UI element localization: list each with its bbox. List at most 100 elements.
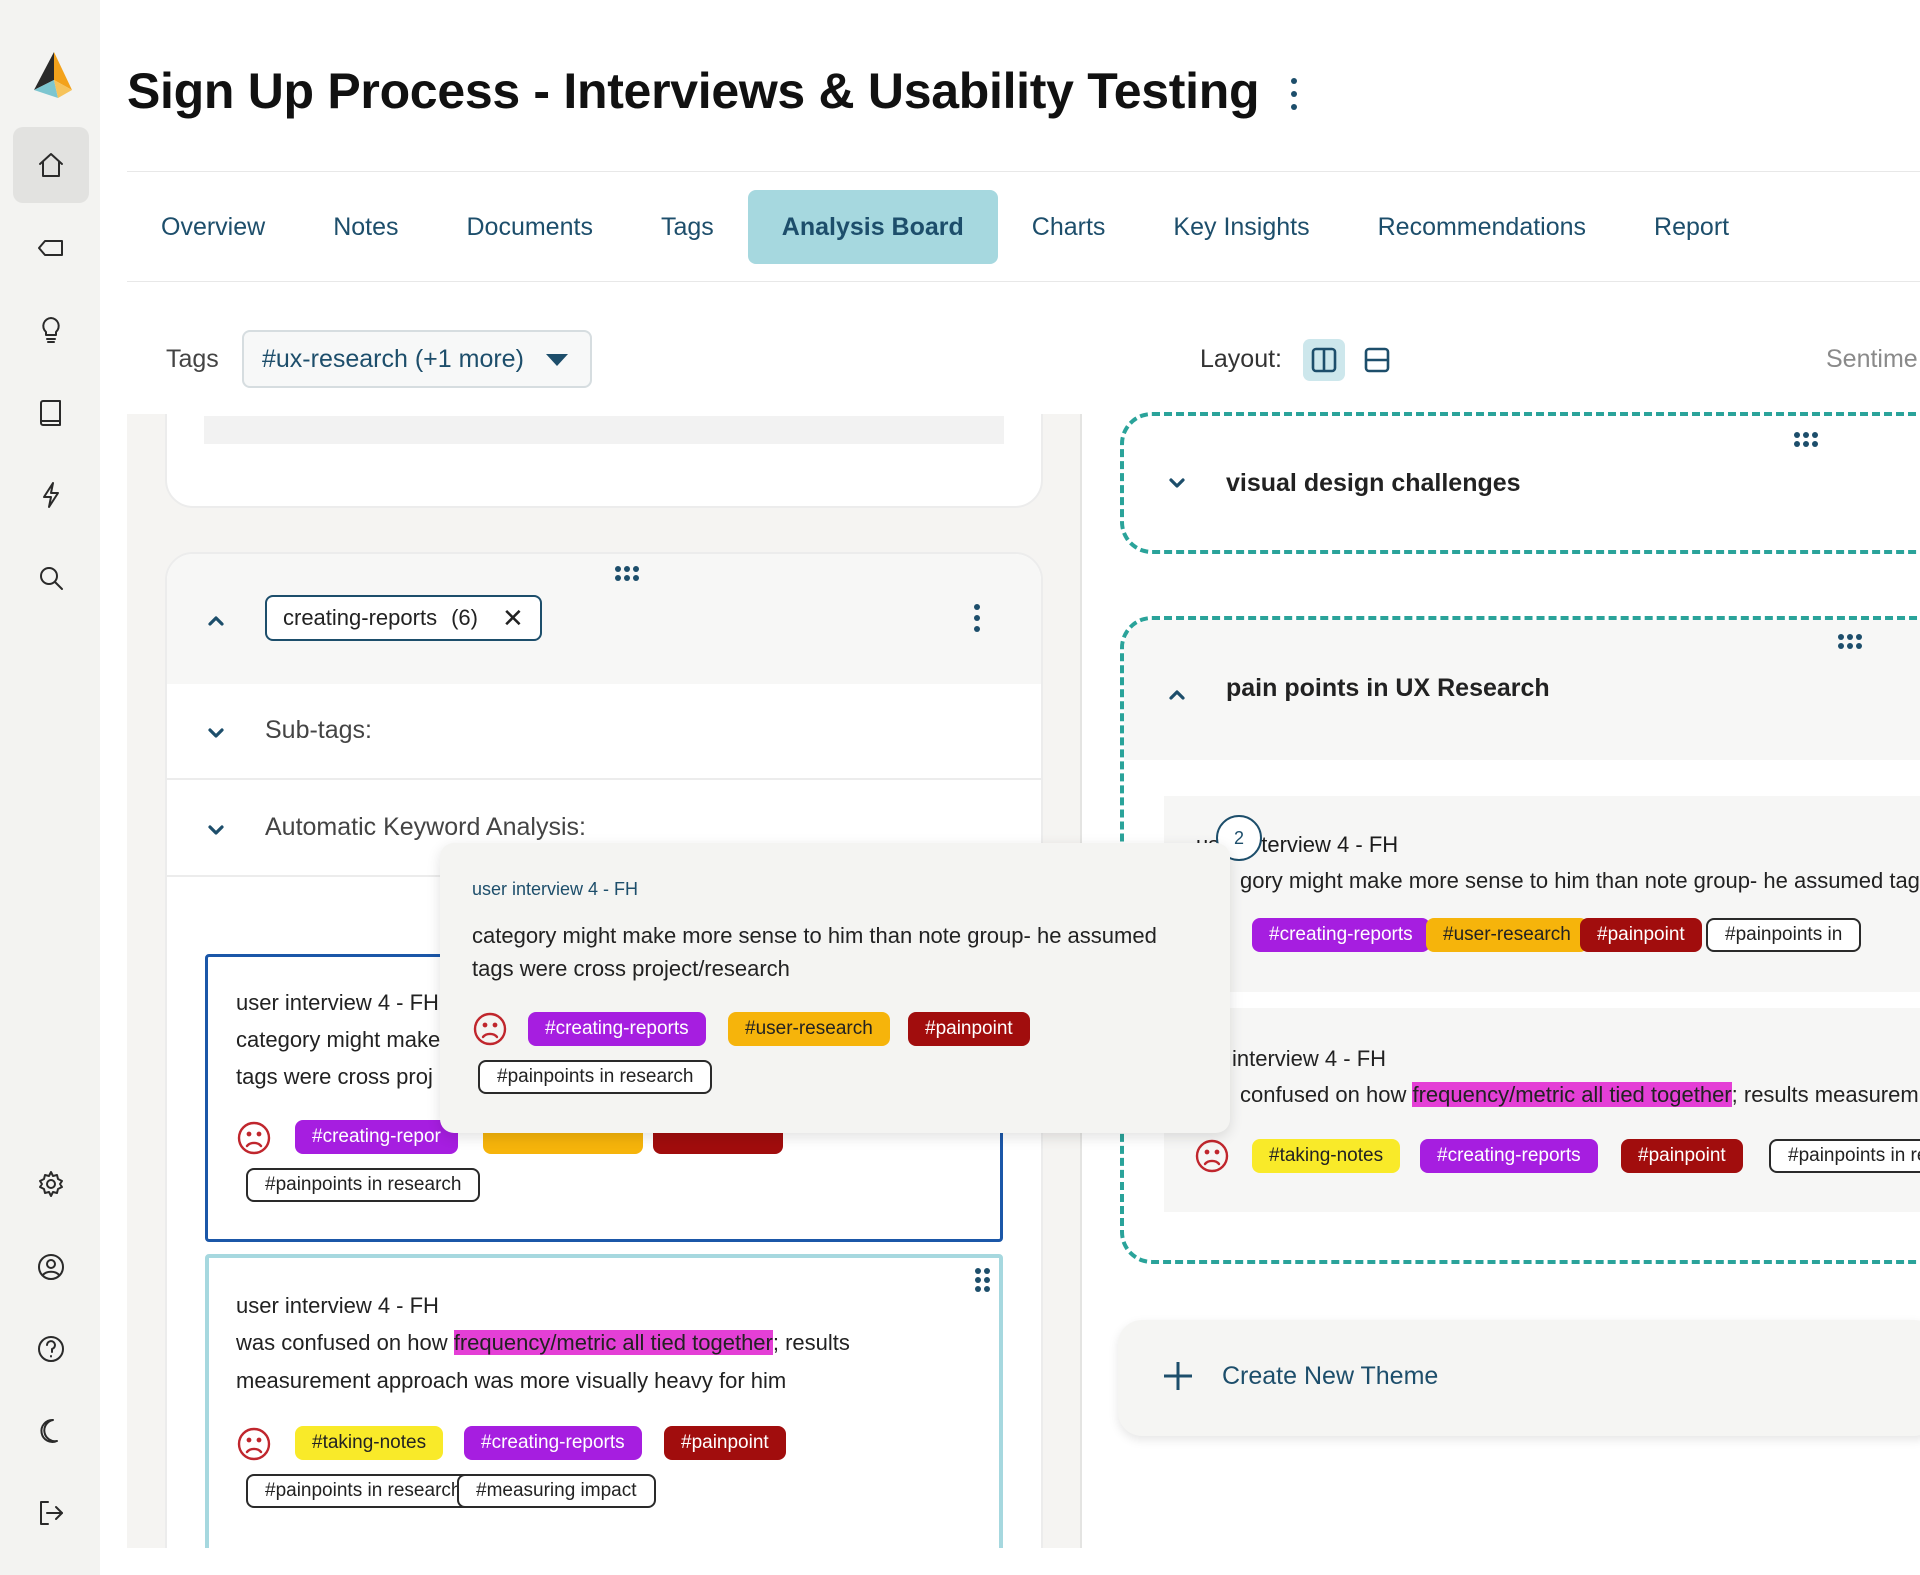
note-text: gory might make more sense to him than n… (1240, 868, 1920, 893)
tag-pill[interactable]: #painpoints in research (246, 1168, 481, 1202)
chevron-up-icon (1169, 690, 1185, 700)
tag-pill[interactable]: #painpoint (1580, 918, 1702, 952)
lightning-icon (43, 482, 59, 508)
tag-pill[interactable]: #creating-reports (464, 1426, 642, 1460)
sidebar (0, 0, 100, 1575)
tab-notes[interactable]: Notes (333, 213, 399, 241)
nav-tags[interactable] (13, 210, 89, 286)
nav-profile[interactable] (13, 1229, 89, 1305)
tag-pill[interactable]: #painpoint (908, 1012, 1030, 1046)
nav-home[interactable] (13, 127, 89, 203)
note-source: terview 4 - FH (1261, 832, 1399, 857)
tab-analysis-board[interactable]: Analysis Board (747, 190, 998, 264)
subtags-section[interactable]: Sub-tags: (167, 684, 1041, 780)
create-theme-button[interactable]: Create New Theme (1118, 1320, 1920, 1436)
search-icon (40, 567, 63, 590)
rows-icon (1364, 347, 1390, 373)
keyword-highlight: frequency/metric all tied together (453, 1330, 773, 1355)
tabs-divider (127, 281, 1920, 282)
chevron-up-icon (208, 616, 224, 626)
drag-handle-icon[interactable] (1794, 432, 1818, 447)
tag-pill[interactable]: #creating-reports (1420, 1139, 1598, 1173)
theme-note-card[interactable]: interview 4 - FH confused on how frequen… (1164, 1008, 1920, 1212)
negative-sentiment-icon (236, 1120, 272, 1156)
note-text: was confused on how frequency/metric all… (236, 1330, 850, 1355)
tab-key-insights[interactable]: Key Insights (1173, 213, 1310, 241)
nav-insights[interactable] (13, 292, 89, 368)
nav-settings[interactable] (13, 1146, 89, 1222)
expand-theme-button[interactable] (1166, 472, 1188, 494)
tab-documents[interactable]: Documents (466, 213, 593, 241)
tag-pill[interactable]: #creating-repor (295, 1120, 458, 1154)
create-theme-label: Create New Theme (1222, 1362, 1439, 1390)
tag-pill[interactable]: #user-research (728, 1012, 890, 1046)
tag-pill[interactable]: #painpoints in (1706, 918, 1862, 952)
sentiment-filter-label[interactable]: Sentime (1826, 345, 1918, 373)
note-card[interactable]: user interview 4 - FH was confused on ho… (205, 1254, 1003, 1548)
nav-dark-mode[interactable] (13, 1394, 89, 1470)
theme-title[interactable]: pain points in UX Research (1226, 674, 1550, 702)
expand-keyword-button[interactable] (205, 819, 227, 841)
note-text: confused on how frequency/metric all tie… (1240, 1082, 1919, 1107)
keyword-highlight: frequency/metric all tied together (1412, 1082, 1732, 1107)
theme-note-card[interactable]: usterview 4 - FH gory might make more se… (1164, 796, 1920, 992)
nav-help[interactable] (13, 1311, 89, 1387)
theme-card-pain-points[interactable]: pain points in UX Research usterview 4 -… (1120, 616, 1920, 1264)
tag-icon (38, 240, 63, 256)
tag-pill[interactable]: #taking-notes (1252, 1139, 1401, 1173)
tag-pill[interactable]: #painpoint (1621, 1139, 1743, 1173)
tag-pill[interactable]: #painpoints in research (478, 1060, 713, 1094)
tab-charts[interactable]: Charts (1031, 213, 1106, 241)
drag-handle-icon[interactable] (615, 566, 639, 581)
close-icon[interactable]: ✕ (501, 603, 524, 633)
tag-pill[interactable]: #painpoint (664, 1426, 786, 1460)
layout-columns-button[interactable] (1303, 339, 1345, 381)
note-source: user interview 4 - FH (236, 1293, 439, 1318)
user-circle-icon (38, 1254, 64, 1280)
negative-sentiment-icon (472, 1011, 508, 1047)
drag-handle-icon[interactable] (1838, 634, 1862, 649)
lightbulb-icon (42, 317, 60, 343)
nav-logout[interactable] (13, 1475, 89, 1551)
tab-report[interactable]: Report (1654, 213, 1730, 241)
dragged-note-preview[interactable]: user interview 4 - FH category might mak… (440, 843, 1230, 1133)
columns-icon (1311, 347, 1337, 373)
nav-library[interactable] (13, 375, 89, 451)
header-divider (127, 171, 1920, 172)
tag-chip-count: (6) (451, 605, 478, 630)
collapse-tag-button[interactable] (205, 610, 227, 632)
tags-filter-select[interactable]: #ux-research (+1 more) (242, 330, 592, 388)
tag-pill[interactable]: #painpoints in re (1769, 1139, 1920, 1173)
tag-pill[interactable]: #taking-notes (295, 1426, 444, 1460)
nav-search[interactable] (13, 540, 89, 616)
tag-pill[interactable]: #measuring impact (457, 1474, 656, 1508)
tag-pill[interactable]: #user-research (1426, 918, 1588, 952)
note-count-badge: 2 (1216, 815, 1262, 861)
tab-recommendations[interactable]: Recommendations (1377, 213, 1587, 241)
note-text: category might make (236, 1027, 441, 1052)
tab-overview[interactable]: Overview (161, 213, 266, 241)
layout-rows-button[interactable] (1356, 339, 1398, 381)
tag-pill[interactable]: #creating-reports (528, 1012, 706, 1046)
tag-pill[interactable]: #painpoints in research (246, 1474, 481, 1508)
tag-chip-name: creating-reports (283, 605, 438, 630)
theme-title[interactable]: visual design challenges (1226, 469, 1521, 497)
drag-handle-icon[interactable] (975, 1268, 990, 1292)
more-vertical-icon (974, 604, 980, 610)
logout-icon (40, 1501, 63, 1525)
tag-pill[interactable]: #creating-reports (1252, 918, 1430, 952)
theme-card-visual-design[interactable]: visual design challenges (1120, 412, 1920, 554)
note-source: user interview 4 - FH (236, 990, 439, 1015)
nav-automation[interactable] (13, 457, 89, 533)
layout-label: Layout: (1200, 345, 1283, 373)
expand-subtags-button[interactable] (205, 722, 227, 744)
collapse-theme-button[interactable] (1166, 684, 1188, 706)
tag-card-menu-button[interactable] (973, 604, 981, 640)
app-logo[interactable] (28, 50, 78, 100)
moon-icon (40, 1418, 58, 1443)
tags-filter-value: #ux-research (+1 more) (262, 344, 524, 373)
project-menu-button[interactable] (1286, 78, 1302, 118)
tab-tags[interactable]: Tags (660, 213, 714, 241)
help-icon (38, 1336, 64, 1362)
tag-chip[interactable]: creating-reports (6) ✕ (265, 595, 542, 641)
